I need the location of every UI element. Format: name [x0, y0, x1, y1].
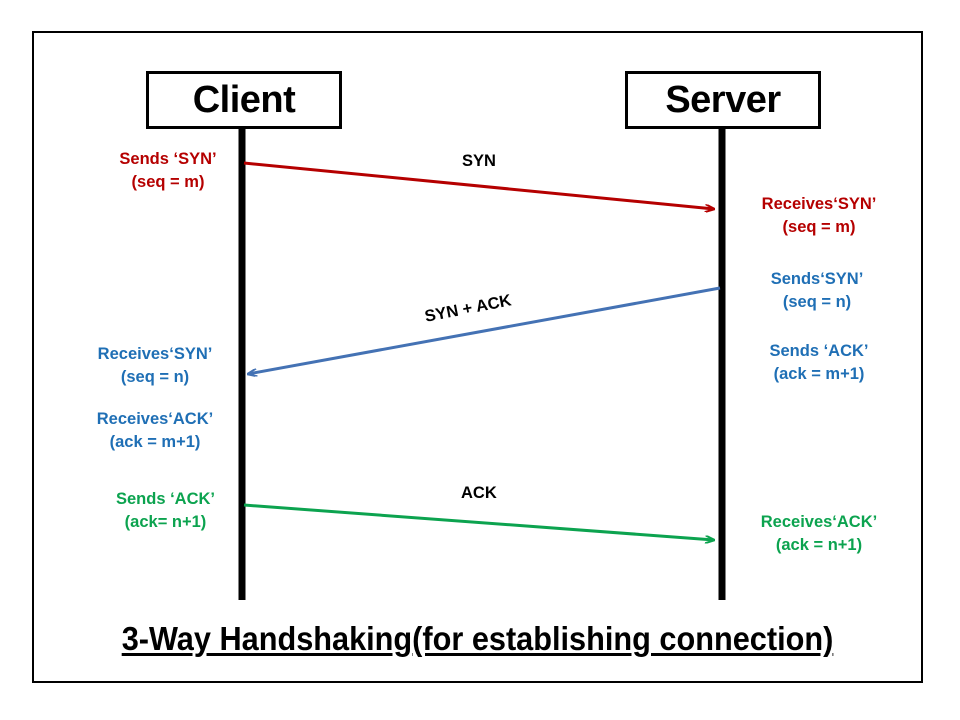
message-label-ack: ACK	[461, 484, 497, 502]
note-client-sends-syn-line1: Sends ‘SYN’	[119, 150, 217, 168]
note-server-receives-syn-line2: (seq = m)	[782, 218, 856, 237]
note-server-sends-ack: Sends ‘ACK’ (ack = m+1)	[744, 340, 894, 387]
participant-client-label: Client	[192, 78, 296, 121]
note-client-sends-ack-line1: Sends ‘ACK’	[115, 490, 216, 508]
note-client-sends-syn: Sends ‘SYN’ (seq = m)	[103, 148, 233, 195]
note-server-receives-syn-line1: Receives‘SYN’	[761, 195, 877, 213]
note-client-sends-ack-line2: (ack= n+1)	[124, 513, 207, 532]
note-client-receives-syn: Receives‘SYN’ (seq = n)	[80, 343, 230, 390]
participant-client[interactable]: Client	[146, 71, 342, 129]
note-client-receives-ack-line2: (ack = m+1)	[109, 433, 201, 452]
note-server-sends-ack-line2: (ack = m+1)	[773, 365, 865, 384]
note-client-receives-ack-line1: Receives‘ACK’	[96, 410, 214, 428]
participant-server-label: Server	[665, 78, 781, 121]
diagram-title: 3-Way Handshaking(for establishing conne…	[121, 620, 834, 657]
note-client-sends-ack: Sends ‘ACK’ (ack= n+1)	[98, 488, 233, 535]
note-server-sends-ack-line1: Sends ‘ACK’	[769, 342, 869, 360]
note-server-sends-syn-line2: (seq = n)	[782, 293, 852, 312]
note-server-sends-syn: Sends‘SYN’ (seq = n)	[744, 268, 890, 315]
note-client-receives-syn-line2: (seq = n)	[120, 368, 190, 387]
note-server-sends-syn-line1: Sends‘SYN’	[770, 270, 864, 288]
note-server-receives-syn: Receives‘SYN’ (seq = m)	[744, 193, 894, 240]
note-server-receives-ack-line1: Receives‘ACK’	[760, 513, 878, 531]
message-label-syn: SYN	[462, 152, 496, 170]
note-client-receives-syn-line1: Receives‘SYN’	[97, 345, 213, 363]
note-client-sends-syn-line2: (seq = m)	[131, 173, 205, 192]
participant-server[interactable]: Server	[625, 71, 821, 129]
note-client-receives-ack: Receives‘ACK’ (ack = m+1)	[80, 408, 230, 455]
note-server-receives-ack: Receives‘ACK’ (ack = n+1)	[744, 511, 894, 558]
note-server-receives-ack-line2: (ack = n+1)	[775, 536, 863, 555]
